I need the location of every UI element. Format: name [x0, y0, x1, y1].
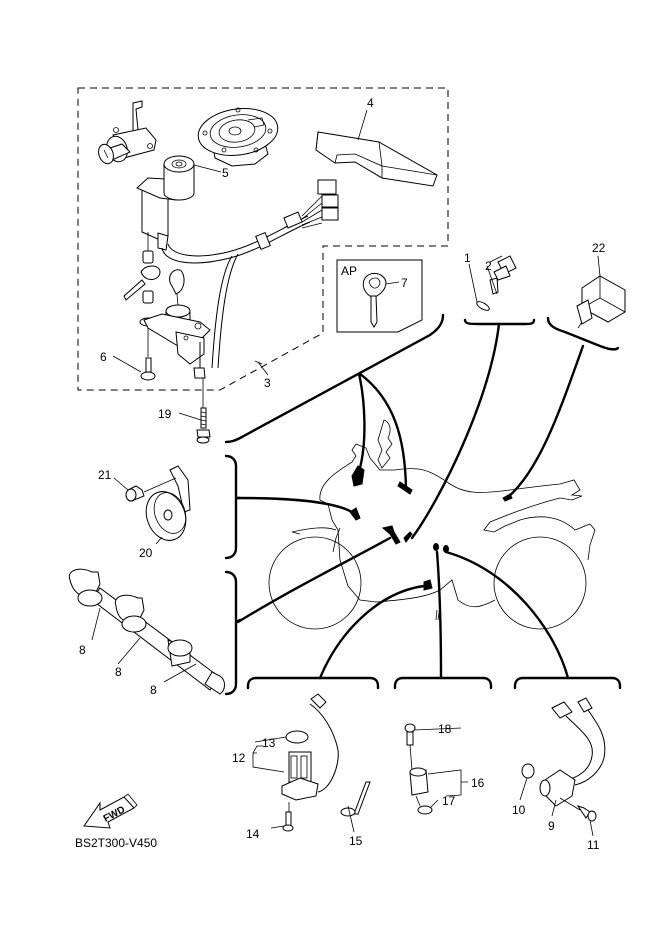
- callout-17: 17: [442, 794, 456, 808]
- neutral-switch: [521, 697, 606, 822]
- relay-bracket: [546, 316, 620, 351]
- seat-lock: [98, 100, 157, 165]
- part-4-cover: [315, 131, 438, 187]
- horn: [125, 465, 191, 541]
- callout-7: 7: [401, 276, 408, 290]
- front-wheel: [268, 536, 362, 630]
- motorcycle-silhouette: [268, 419, 596, 630]
- callout-8b: 8: [115, 665, 122, 679]
- lock-set-bracket: [224, 313, 445, 444]
- part-6-screw: [140, 357, 156, 381]
- callout-12: 12: [232, 751, 246, 765]
- callout-2: 2: [485, 259, 492, 273]
- drawing-code: BS2T300-V450: [75, 836, 157, 850]
- callout-13: 13: [262, 736, 276, 750]
- fuel-tank-cap: [197, 107, 279, 167]
- fuel-sender: [281, 693, 371, 832]
- fuel-sender-bracket: [246, 676, 380, 690]
- callout-8c: 8: [150, 683, 157, 697]
- callout-1: 1: [464, 251, 471, 265]
- callout-6: 6: [100, 350, 107, 364]
- callout-5: 5: [222, 166, 229, 180]
- fwd-direction-arrow: FWD: [83, 793, 138, 829]
- part-19-bolt: [196, 378, 211, 444]
- part-5-main-switch: [136, 155, 195, 251]
- sensor-group: [463, 255, 536, 326]
- horn-bracket: [224, 454, 242, 560]
- callout-3: 3: [264, 376, 271, 390]
- callout-leaders: [91, 109, 601, 837]
- callout-11: 11: [587, 838, 600, 852]
- neutral-switch-bracket: [513, 676, 622, 690]
- callout-16: 16: [471, 776, 485, 790]
- plug-cap-bracket: [224, 570, 242, 696]
- speed-sensor: [404, 723, 433, 815]
- plug-caps: [68, 568, 225, 695]
- rear-wheel: [493, 536, 587, 630]
- callout-19: 19: [158, 407, 172, 421]
- callout-10: 10: [512, 803, 526, 817]
- callout-21: 21: [98, 468, 112, 482]
- callout-22: 22: [592, 241, 606, 255]
- ap-inset-box: [336, 259, 423, 333]
- callout-9: 9: [548, 819, 555, 833]
- ignition-lock: [123, 232, 211, 379]
- relay-group: [546, 275, 626, 351]
- callout-14: 14: [246, 827, 260, 841]
- callout-20: 20: [139, 546, 153, 560]
- leader-lines: [236, 322, 585, 680]
- wire-harness: [161, 179, 339, 369]
- inset-ap-label: AP: [341, 264, 357, 278]
- callout-4: 4: [367, 96, 374, 110]
- lock-set-dashed-boundary: [77, 87, 449, 391]
- callout-18: 18: [438, 722, 452, 736]
- ap-inset-key: [336, 259, 423, 333]
- callout-8a: 8: [79, 643, 86, 657]
- speed-sensor-bracket: [393, 676, 493, 690]
- callout-15: 15: [349, 834, 363, 848]
- lock-set-group: [77, 87, 449, 391]
- callout-numbers: 4 5 6 7 AP 3 2 1 22 19 21 20 8 8 8 13 12…: [79, 96, 606, 852]
- sensor-bracket: [463, 318, 536, 326]
